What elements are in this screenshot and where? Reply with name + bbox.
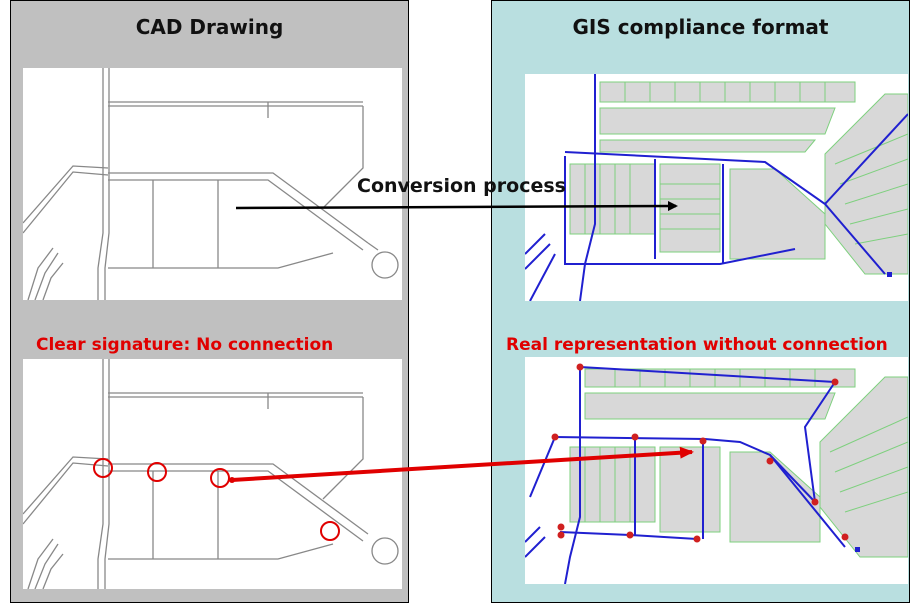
gis-node	[841, 533, 849, 541]
gis-node	[766, 457, 774, 465]
cad-junction-marker	[93, 458, 113, 478]
gis-panel-title: GIS compliance format	[572, 15, 829, 39]
gis-node	[557, 523, 565, 531]
gis-node	[576, 363, 584, 371]
cad-annotation-label: Clear signature: No connection	[36, 335, 334, 355]
gis-node	[693, 535, 701, 543]
gis-annotation-label: Real representation without connection	[506, 335, 888, 355]
gis-node	[551, 433, 559, 441]
gis-map-top	[525, 74, 908, 301]
gis-node	[631, 433, 639, 441]
cad-junction-marker	[320, 521, 340, 541]
gis-node	[699, 437, 707, 445]
cad-panel-title: CAD Drawing	[135, 15, 284, 39]
cad-junction-marker	[147, 462, 167, 482]
gis-map-bottom	[525, 357, 908, 584]
conversion-process-label: Conversion process	[357, 175, 566, 197]
cad-drawing-top	[23, 68, 402, 300]
gis-node	[811, 498, 819, 506]
gis-node	[831, 378, 839, 386]
gis-node	[626, 531, 634, 539]
gis-node	[557, 531, 565, 539]
cad-drawing-bottom	[23, 359, 402, 589]
